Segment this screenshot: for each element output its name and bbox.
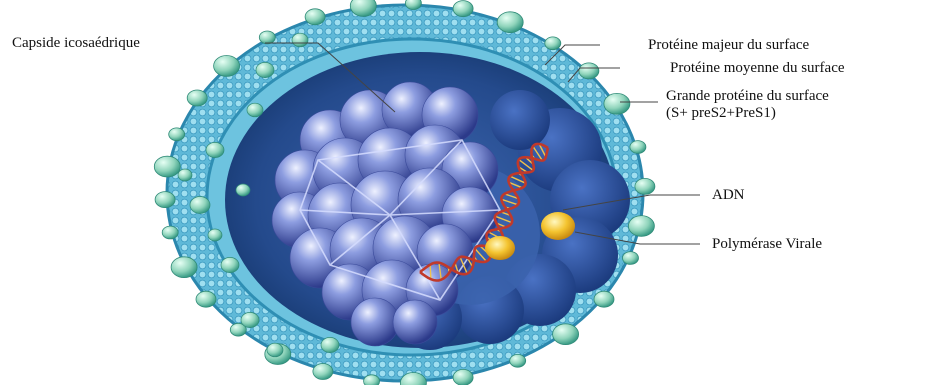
label-dna: ADN: [712, 187, 745, 204]
surface-protein-knob: [635, 178, 655, 194]
surface-protein-knob: [221, 257, 239, 272]
capsid-subunit: [351, 298, 399, 346]
surface-protein-knob: [630, 141, 646, 154]
surface-protein-knob: [256, 62, 274, 77]
label-capsid: Capside icosaédrique: [12, 35, 140, 52]
label-middle-surface-protein: Protéine moyenne du surface: [670, 60, 845, 77]
surface-protein-knob: [178, 169, 192, 181]
surface-protein-knob: [241, 312, 259, 327]
surface-protein-knob: [190, 197, 210, 214]
label-large-surface-protein-line1: Grande protéine du surface: [666, 88, 829, 105]
surface-protein-knob: [187, 90, 207, 106]
surface-protein-knob: [305, 9, 325, 25]
surface-protein-knob: [364, 375, 380, 385]
surface-protein-knob: [292, 33, 308, 47]
surface-protein-knob: [623, 252, 639, 265]
surface-protein-knob: [510, 354, 526, 367]
surface-protein-knob: [604, 93, 630, 114]
capsid-subunit: [393, 300, 437, 344]
surface-protein-knob: [553, 324, 579, 345]
label-large-surface-protein-line2: (S+ preS2+PreS1): [666, 105, 829, 122]
surface-protein-knob: [453, 369, 473, 385]
dna-base-pair: [430, 265, 431, 280]
surface-protein-knob: [208, 229, 222, 241]
surface-protein-knob: [236, 184, 250, 196]
surface-protein-knob: [171, 257, 197, 278]
surface-protein-knob: [196, 291, 216, 307]
label-polymerase: Polymérase Virale: [712, 236, 822, 253]
surface-protein-knob: [579, 63, 599, 79]
label-large-surface-protein: Grande protéine du surface (S+ preS2+Pre…: [666, 88, 829, 122]
surface-protein-knob: [259, 31, 275, 44]
surface-protein-knob: [154, 156, 180, 177]
surface-protein-knob: [214, 56, 240, 77]
surface-protein-knob: [267, 343, 283, 357]
surface-protein-knob: [169, 128, 185, 141]
surface-protein-knob: [545, 37, 561, 50]
surface-protein-knob: [594, 291, 614, 307]
surface-protein-knob: [497, 12, 523, 33]
surface-protein-knob: [453, 1, 473, 17]
surface-protein-knob: [313, 364, 333, 380]
surface-protein-knob: [321, 337, 339, 352]
surface-protein-knob: [155, 192, 175, 208]
surface-protein-knob: [628, 216, 654, 237]
surface-protein-knob: [162, 226, 178, 239]
surface-protein-knob: [405, 0, 421, 10]
surface-protein-knob: [247, 103, 263, 117]
surface-protein-knob: [206, 142, 224, 157]
label-major-surface-protein: Protéine majeur du surface: [648, 37, 809, 54]
